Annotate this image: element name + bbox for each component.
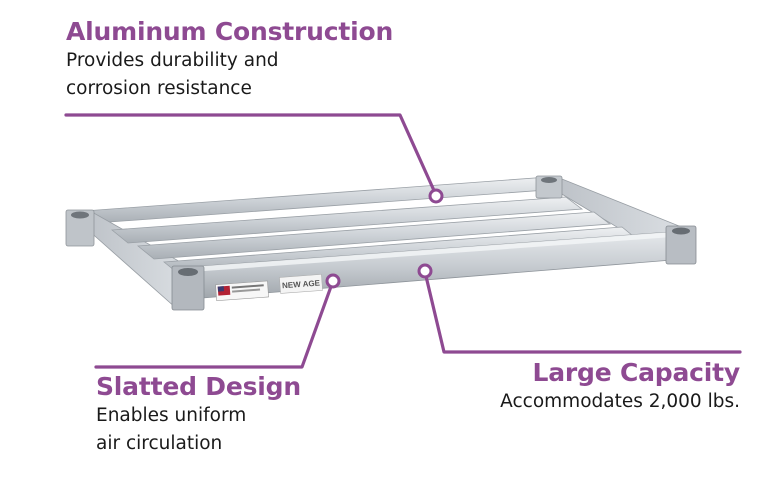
description-line: corrosion resistance	[66, 78, 252, 99]
corner-post	[171, 265, 205, 311]
brand-label: NEW AGE	[279, 274, 323, 294]
capacity-callout-line	[423, 270, 742, 354]
slatted-callout-title: Slatted Design	[96, 372, 301, 401]
description-line: Accommodates 2,000 lbs.	[500, 391, 740, 412]
flag-label	[215, 280, 269, 302]
slatted-callout-dot	[325, 273, 341, 289]
capacity-callout-title: Large Capacity	[532, 358, 740, 387]
slatted-callout-description: Enables uniform air circulation	[96, 402, 301, 458]
corner-post	[65, 209, 95, 247]
svg-text:NEW AGE: NEW AGE	[282, 279, 321, 291]
corner-post	[665, 225, 697, 265]
capacity-callout-description: Accommodates 2,000 lbs.	[500, 388, 740, 416]
aluminum-callout-title: Aluminum Construction	[66, 17, 394, 46]
capacity-callout: Large Capacity Accommodates 2,000 lbs.	[500, 358, 740, 416]
description-line: Enables uniform	[96, 405, 247, 426]
aluminum-callout-dot	[428, 188, 444, 204]
slatted-callout-line	[94, 279, 335, 369]
aluminum-callout-description: Provides durability and corrosion resist…	[66, 47, 393, 103]
description-line: air circulation	[96, 433, 223, 454]
capacity-callout-dot	[417, 263, 433, 279]
description-line: Provides durability and	[66, 50, 279, 71]
aluminum-callout-line	[64, 113, 438, 197]
slat	[136, 211, 612, 260]
aluminum-callout: Aluminum Construction Provides durabilit…	[66, 17, 393, 103]
slatted-callout: Slatted Design Enables uniform air circu…	[96, 372, 301, 458]
slat	[110, 196, 584, 244]
